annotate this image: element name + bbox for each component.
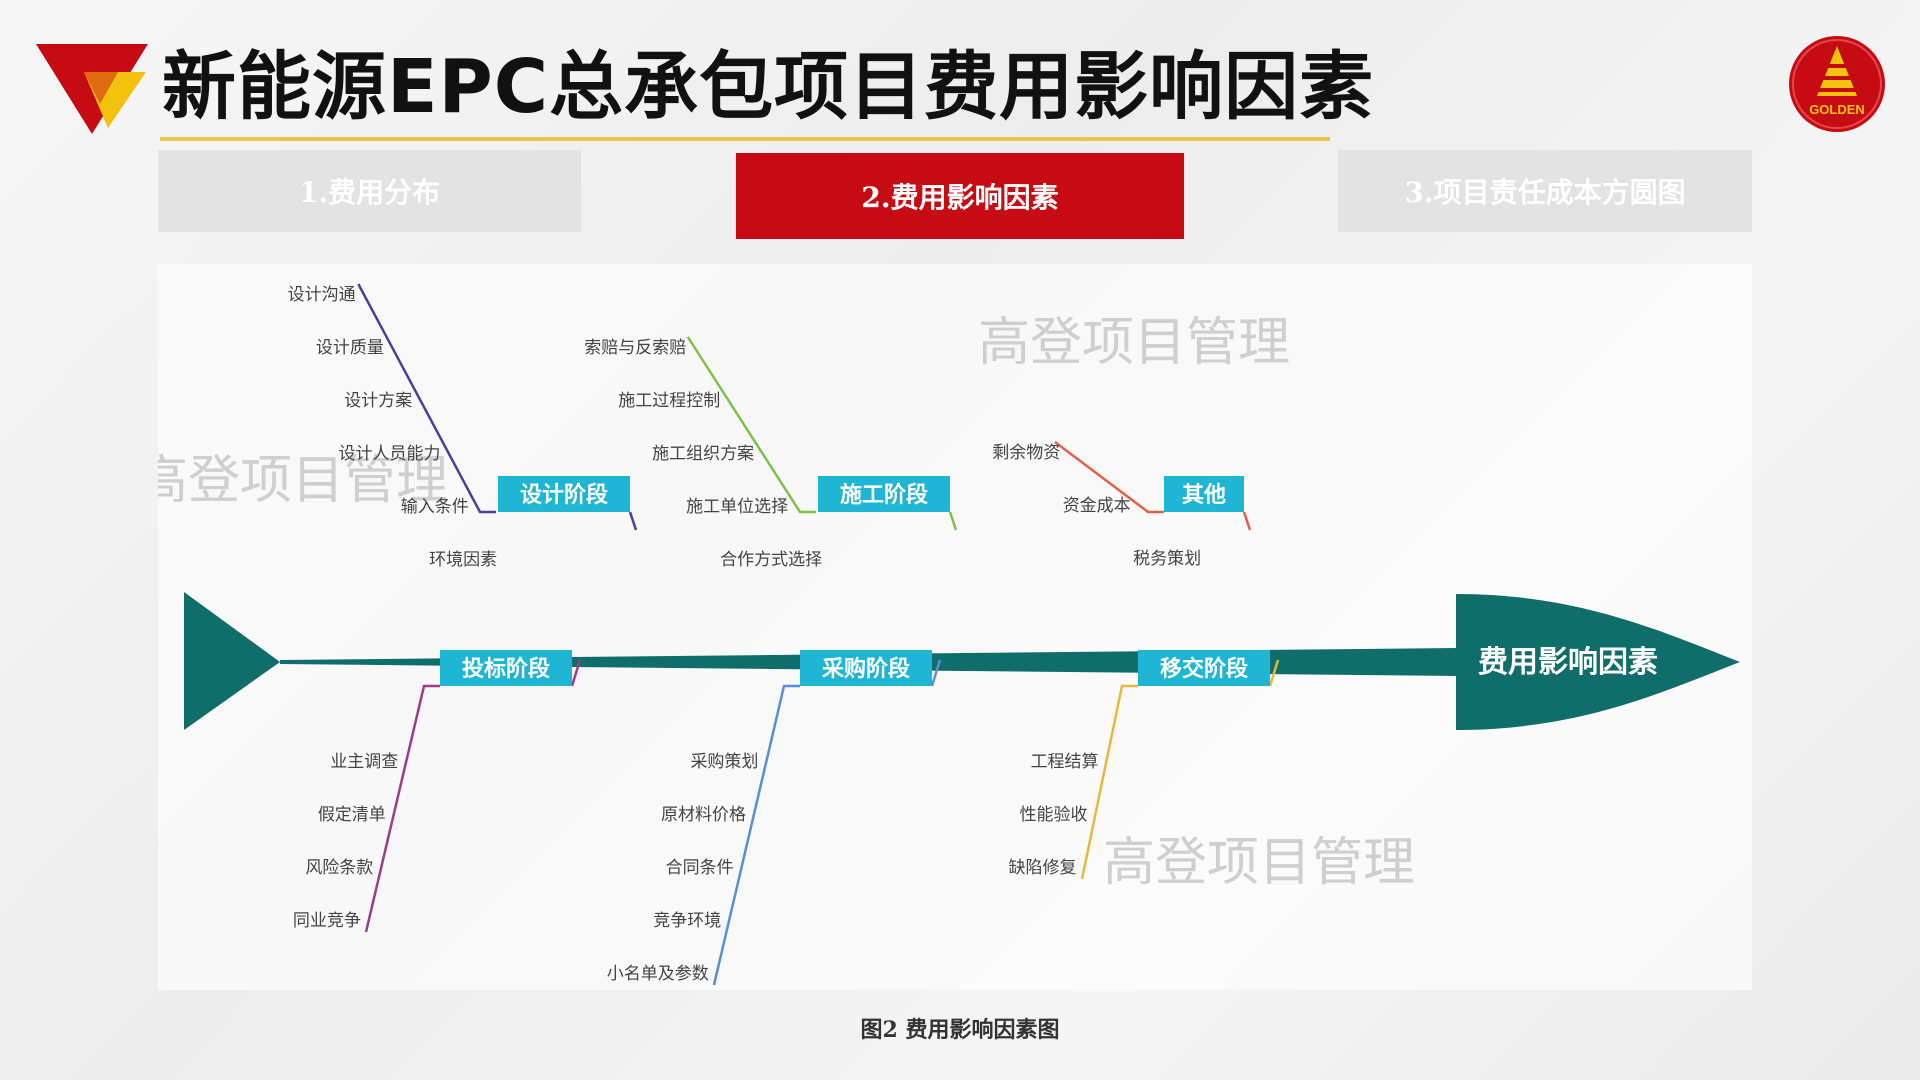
factor-item: 剩余物资	[992, 443, 1060, 463]
branch-connector	[1242, 511, 1252, 531]
factor-item: 性能验收	[1019, 805, 1087, 825]
stage-tag	[818, 476, 950, 512]
branch-line	[1080, 684, 1138, 880]
tab-label: 1.费用分布	[298, 176, 441, 209]
watermark-text: 高登项目管理	[978, 313, 1290, 373]
page-title: 新能源EPC总承包项目费用影响因素	[162, 44, 1375, 130]
factor-item: 缺陷修复	[1008, 858, 1076, 878]
factor-item: 设计质量	[316, 338, 384, 358]
factor-item: 施工单位选择	[686, 497, 788, 517]
branch-line	[686, 336, 816, 514]
factor-item: 环境因素	[429, 550, 497, 570]
watermark-text: 高登项目管理	[158, 451, 448, 511]
fish-head-label: 费用影响因素	[1478, 645, 1658, 680]
stage-tag	[800, 650, 932, 686]
factor-item: 业主调查	[330, 752, 398, 772]
branch-connector	[628, 511, 638, 531]
factor-item: 设计人员能力	[339, 444, 441, 464]
stage-tag-label: 采购阶段	[822, 656, 910, 682]
branch-connector	[570, 659, 582, 687]
branch-line	[1054, 441, 1164, 514]
brand-logo-text: GOLDEN	[1809, 102, 1865, 117]
factor-item: 设计沟通	[288, 285, 356, 305]
stage-tag	[440, 650, 572, 686]
factor-item: 设计方案	[344, 391, 412, 411]
stage-tag-label: 施工阶段	[840, 482, 928, 508]
factor-item: 输入条件	[401, 497, 469, 517]
title-underline	[160, 137, 1330, 141]
fishbone-diagram: 高登项目管理 高登项目管理 高登项目管理 费用影响因素 设计沟通设计质量设计方案…	[158, 264, 1752, 990]
factor-item: 索赔与反索赔	[584, 338, 686, 358]
stage-tag	[498, 476, 630, 512]
stage-tag	[1138, 650, 1270, 686]
tab-cost-factors[interactable]: 2.费用影响因素	[736, 153, 1184, 239]
factor-item: 税务策划	[1133, 549, 1201, 569]
stage-tag-label: 设计阶段	[520, 482, 608, 508]
fish-tail	[184, 592, 280, 730]
factor-item: 风险条款	[305, 858, 373, 878]
factor-item: 资金成本	[1063, 496, 1131, 516]
golden-brand-logo: GOLDEN	[1789, 36, 1885, 132]
watermark-text: 高登项目管理	[1103, 833, 1415, 893]
tab-label: 3.项目责任成本方圆图	[1404, 176, 1686, 209]
corner-triangle-logo	[36, 44, 148, 134]
branch-line	[712, 684, 800, 986]
stage-tag-label: 投标阶段	[462, 656, 550, 682]
factor-item: 竞争环境	[653, 911, 721, 931]
fish-head	[1456, 594, 1740, 730]
factor-item: 采购策划	[690, 752, 758, 772]
tab-responsibility-cost-diagram[interactable]: 3.项目责任成本方圆图	[1338, 150, 1752, 232]
branch-connector	[948, 511, 958, 531]
stage-tag-label: 移交阶段	[1160, 656, 1248, 682]
factor-item: 合作方式选择	[720, 550, 822, 570]
branch-line	[364, 684, 440, 933]
factor-item: 施工组织方案	[652, 444, 754, 464]
tab-label: 2.费用影响因素	[861, 181, 1059, 214]
factor-item: 工程结算	[1030, 752, 1098, 772]
branch-connector	[930, 659, 942, 687]
figure-caption: 图2 费用影响因素图	[860, 1017, 1060, 1043]
factor-item: 小名单及参数	[607, 964, 709, 984]
factor-item: 施工过程控制	[618, 391, 720, 411]
branch-connector	[1268, 659, 1280, 687]
factor-item: 假定清单	[318, 805, 386, 825]
factor-item: 合同条件	[666, 858, 734, 878]
tab-cost-distribution[interactable]: 1.费用分布	[158, 150, 581, 232]
branch-line	[357, 283, 496, 514]
stage-tag-label: 其他	[1182, 483, 1226, 508]
factor-item: 原材料价格	[661, 805, 746, 825]
stage-tag	[1164, 476, 1244, 512]
factor-item: 同业竞争	[293, 911, 361, 931]
